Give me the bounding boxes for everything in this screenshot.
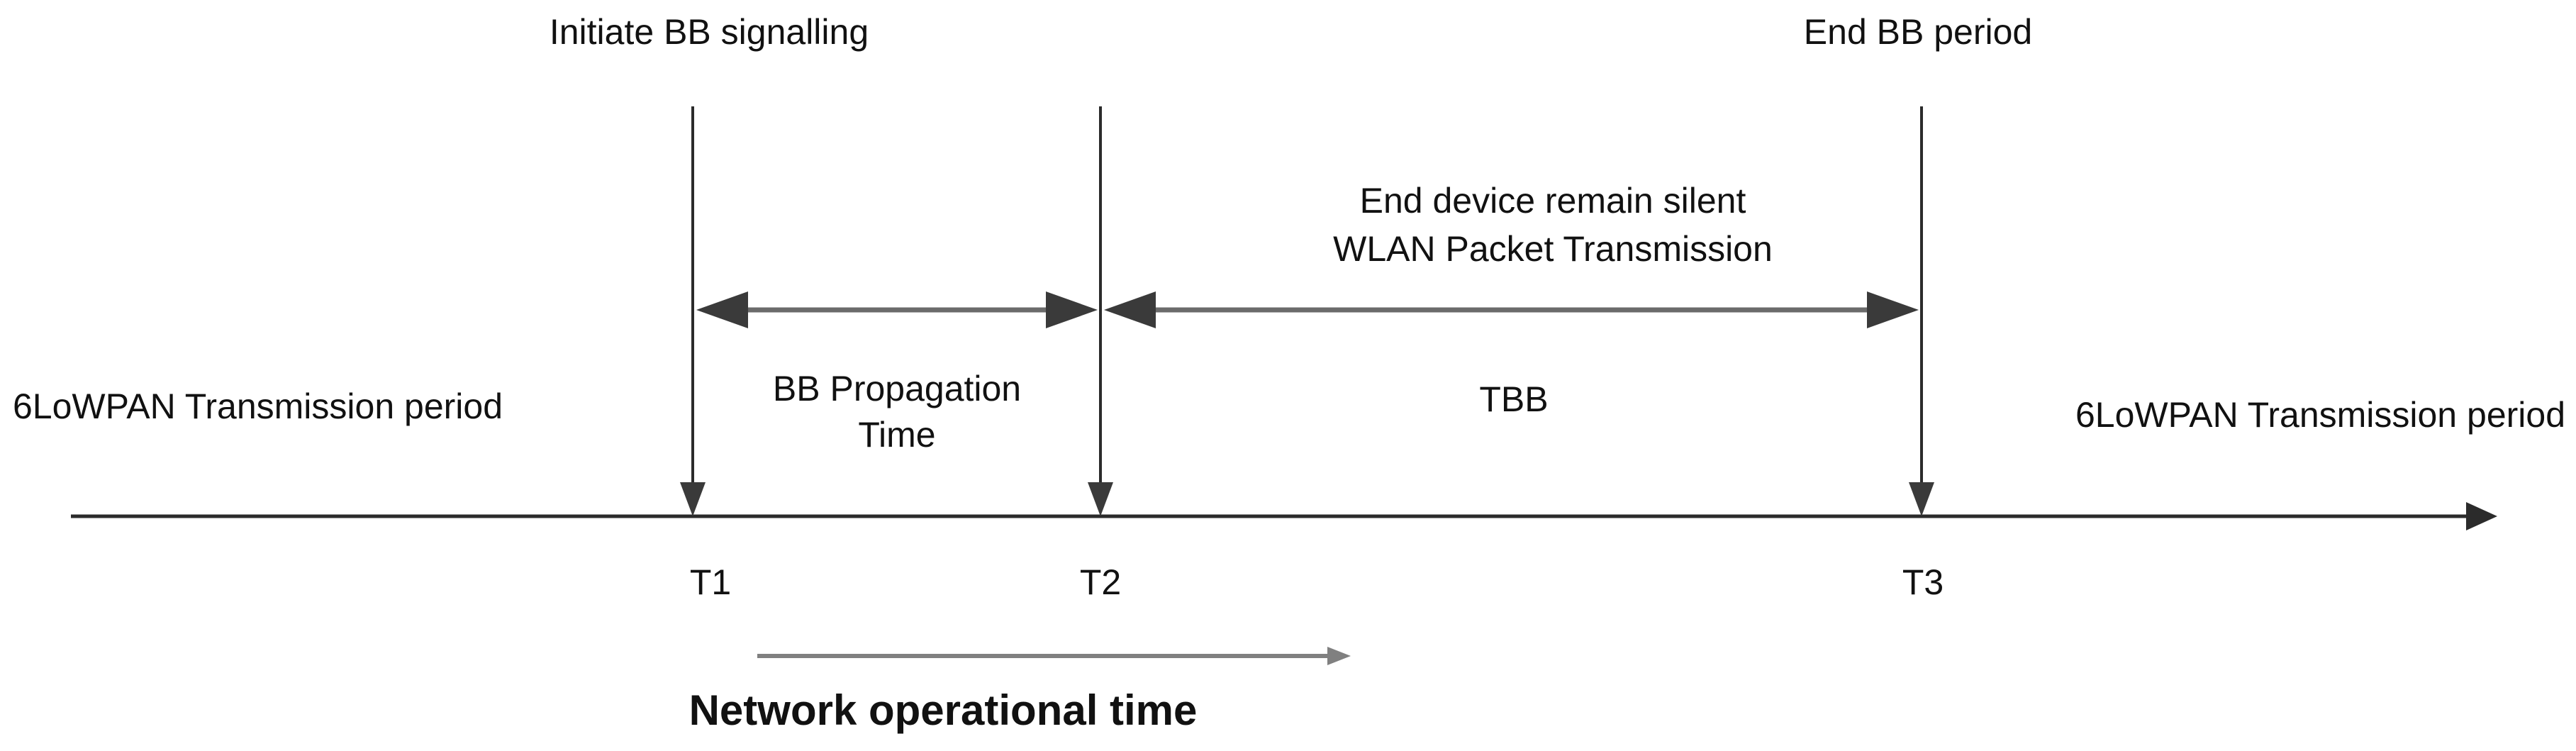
end-bb-period-label: End BB period [1804, 12, 2032, 52]
time-axis-arrowhead [2466, 502, 2497, 530]
t2-label: T2 [1080, 562, 1121, 602]
propagation-double-arrow [696, 291, 1098, 328]
t1-label: T1 [690, 562, 731, 602]
network-operational-arrow [757, 647, 1351, 665]
left-6lowpan-period-label: 6LoWPAN Transmission period [13, 386, 503, 426]
marker-t3-arrow [1909, 106, 1934, 516]
time-axis [71, 502, 2497, 530]
propagation-label-line2: Time [858, 415, 935, 455]
marker-t1-arrow [680, 106, 706, 516]
marker-t2-arrow [1088, 106, 1113, 516]
tbb-double-arrow [1104, 291, 1919, 328]
right-6lowpan-period-label: 6LoWPAN Transmission period [2075, 395, 2565, 435]
t3-label: T3 [1902, 562, 1944, 602]
initiate-signalling-label: Initiate BB signalling [550, 12, 869, 52]
tbb-label: TBB [1479, 379, 1548, 419]
propagation-label-line1: BB Propagation [773, 369, 1021, 408]
network-operational-time-label: Network operational time [689, 686, 1198, 734]
silent-label-line2: WLAN Packet Transmission [1333, 229, 1773, 269]
silent-label-line1: End device remain silent [1360, 181, 1746, 221]
